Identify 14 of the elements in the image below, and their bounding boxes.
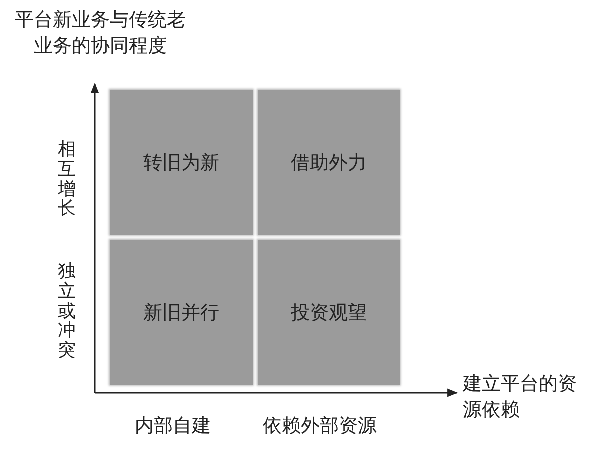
axis-title: 建立平台的资源依赖 [463,372,578,423]
quadrant-box [110,240,253,385]
quadrant-label: 新旧并行 [144,300,220,326]
quadrant-box [258,240,400,385]
quadrant-label: 转旧为新 [144,150,220,176]
quadrant-box [258,90,400,235]
quadrant-box [110,90,253,235]
quadrant-label: 投资观望 [291,300,367,326]
axis-tick-label: 依赖外部资源 [263,414,377,439]
axis-tick-label: 相互增长 [58,140,76,220]
axis-tick-label: 内部自建 [135,414,211,439]
axis-title: 平台新业务与传统老业务的协同程度 [14,8,187,59]
axis-tick-label: 独立或冲突 [58,262,76,361]
quadrant-label: 借助外力 [291,150,367,176]
